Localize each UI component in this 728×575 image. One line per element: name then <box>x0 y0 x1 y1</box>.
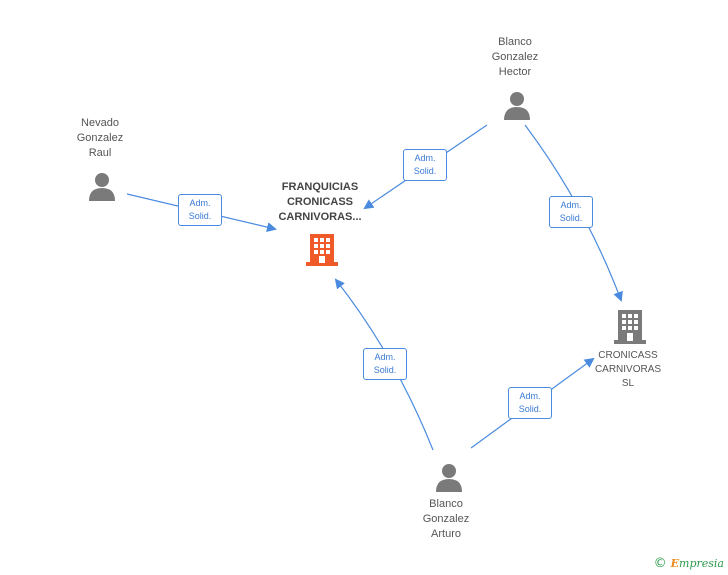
person-arturo-label[interactable]: Blanco Gonzalez Arturo <box>422 498 470 540</box>
person-hector-label[interactable]: Blanco Gonzalez Hector <box>491 36 539 78</box>
person-icon[interactable] <box>502 90 532 125</box>
edge-label-raul-to-main[interactable]: Adm. Solid. <box>178 194 222 226</box>
person-raul-label[interactable]: Nevado Gonzalez Raul <box>76 117 124 159</box>
edge-label-hector-to-main[interactable]: Adm. Solid. <box>403 149 447 181</box>
copyright-symbol: © <box>653 556 667 571</box>
brand-name: mpresia <box>679 557 724 570</box>
main-company-label[interactable]: FRANQUICIAS CRONICASS CARNIVORAS... <box>278 181 362 223</box>
brand-initial: E <box>670 557 680 570</box>
edge-label-arturo-to-other[interactable]: Adm. Solid. <box>508 387 552 419</box>
person-icon[interactable] <box>87 171 117 206</box>
edge-label-hector-to-other[interactable]: Adm. Solid. <box>549 196 593 228</box>
empresia-watermark: ©Empresia <box>654 556 724 571</box>
edge-label-arturo-to-main[interactable]: Adm. Solid. <box>363 348 407 380</box>
person-icon[interactable] <box>434 462 464 497</box>
building-icon[interactable] <box>306 232 338 271</box>
other-company-label[interactable]: CRONICASS CARNIVORAS SL <box>594 350 662 389</box>
building-icon[interactable] <box>614 308 646 349</box>
